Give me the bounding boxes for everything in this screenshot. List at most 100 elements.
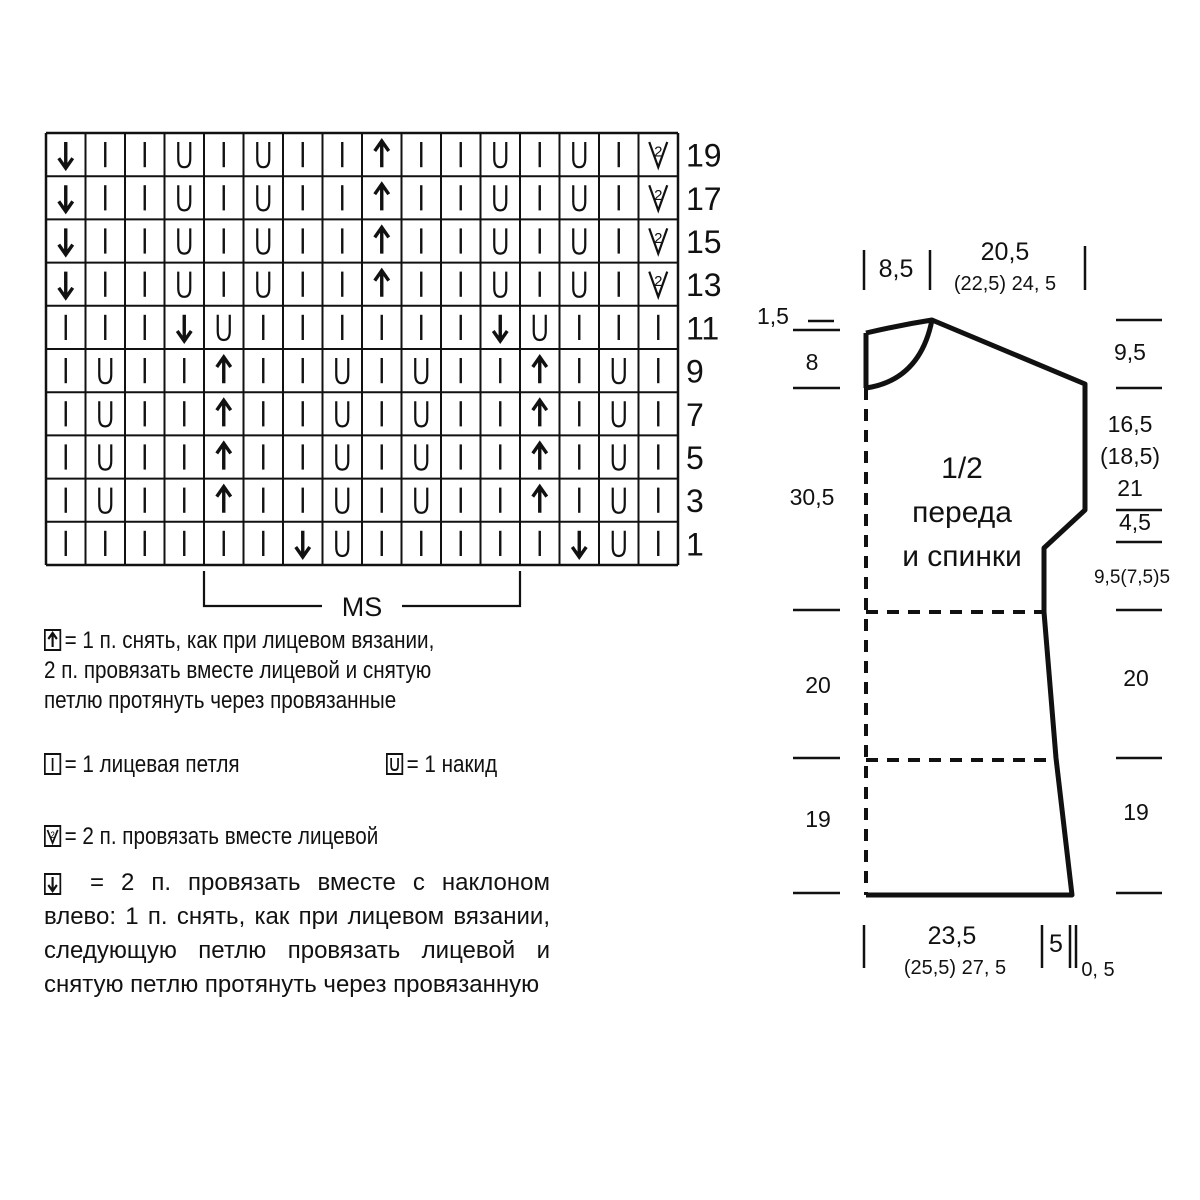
yarn-over-icon [335, 530, 350, 558]
dec-left-icon [491, 314, 509, 344]
right-measure-waist: 20 [1123, 665, 1149, 691]
slip-k2tog-psso-icon [373, 224, 391, 254]
legend-slip-text-1: = 1 п. снять, как при лицевом вязании, [64, 627, 435, 654]
row-number-label: 9 [686, 354, 704, 390]
slip-k2tog-psso-icon [44, 629, 62, 651]
row-number-label: 1 [686, 526, 704, 562]
yarn-over-icon [611, 444, 626, 471]
row-number-label: 7 [686, 397, 704, 433]
yarn-over-icon [98, 358, 113, 385]
k2tog-icon [648, 228, 669, 257]
dec-left-icon [57, 271, 75, 301]
legend-slip-k2tog-psso: = 1 п. снять, как при лицевом вязании, 2… [44, 626, 434, 716]
row-number-label: 3 [686, 483, 704, 519]
legend-k2tog: 2 = 2 п. провязать вместе лицевой [44, 822, 378, 852]
yarn-over-icon [386, 753, 404, 775]
yarn-over-icon [493, 142, 508, 169]
row-number-label: 11 [686, 310, 719, 346]
yarn-over-icon [256, 185, 271, 212]
knit-stitch-icon [44, 753, 62, 775]
k2tog-icon [648, 141, 669, 171]
yarn-over-icon [335, 401, 350, 428]
yarn-over-icon [98, 487, 113, 514]
yarn-over-icon [414, 401, 429, 428]
bottom-right-b: 0, 5 [1081, 959, 1114, 981]
legend-dec-left-text-2: влево: 1 п. снять, как при лицевом вязан… [44, 903, 550, 930]
k2tog-icon-digit: 2 [654, 273, 662, 290]
legend-dec-left: = 2 п. провязать вместе с наклоном влево… [44, 866, 550, 1002]
legend-dec-left-text-1: = 2 п. провязать вместе с наклоном [90, 869, 550, 896]
yarn-over-icon [611, 530, 626, 558]
dec-left-icon [57, 142, 75, 172]
yarn-over-icon [611, 401, 626, 428]
dec-left-icon [57, 185, 75, 215]
dec-left-icon [175, 314, 193, 344]
row-number-label: 5 [686, 440, 704, 476]
slip-k2tog-psso-icon [531, 397, 549, 427]
yarn-over-icon [216, 314, 231, 342]
slip-k2tog-psso-icon [215, 483, 233, 513]
yarn-over-icon [256, 142, 271, 169]
legend-yo-text: = 1 накид [406, 751, 498, 778]
yarn-over-icon [177, 271, 192, 298]
yarn-over-icon [177, 228, 192, 255]
yarn-over-icon [414, 358, 429, 385]
legend-yo: = 1 накид [386, 750, 497, 780]
k2tog-icon-digit: 2 [50, 829, 55, 840]
left-measure-waist: 20 [805, 672, 831, 698]
slip-k2tog-psso-icon [531, 354, 549, 384]
yarn-over-icon [414, 444, 429, 471]
yarn-over-icon [256, 228, 271, 255]
yarn-over-icon [335, 487, 350, 514]
legend-k2tog-text: = 2 п. провязать вместе лицевой [64, 823, 379, 850]
yarn-over-icon [572, 271, 587, 298]
dec-left-icon [44, 873, 62, 895]
legend-slip-text-2: 2 п. провязать вместе лицевой и снятую [44, 657, 432, 684]
bottom-width: 23,5 [928, 922, 977, 950]
slip-k2tog-psso-icon [373, 267, 391, 297]
dec-left-icon [57, 228, 75, 258]
yarn-over-icon [177, 142, 192, 169]
dec-left-icon [294, 530, 312, 560]
k2tog-icon-digit: 2 [654, 187, 662, 204]
legend-dec-left-text-3: следующую петлю провязать лицевой и [44, 937, 550, 964]
k2tog-icon-digit: 2 [654, 144, 662, 161]
row-number-label: 15 [686, 224, 722, 260]
left-measure-hem: 19 [805, 806, 831, 832]
yarn-over-icon [532, 314, 547, 342]
dec-left-icon [570, 530, 588, 560]
k2tog-icon [648, 271, 669, 301]
legend-dec-left-text-4: снятую петлю протянуть через провязанную [44, 971, 540, 998]
legend-knit-text: = 1 лицевая петля [64, 751, 240, 778]
yarn-over-icon [611, 487, 626, 514]
row-number-label: 19 [686, 138, 722, 174]
yarn-over-icon [493, 228, 508, 255]
yarn-over-icon [572, 185, 587, 212]
k2tog-icon [648, 184, 669, 214]
row-number-label: 13 [686, 267, 722, 303]
k2tog-icon: 2 [44, 825, 62, 847]
legend-slip-text-3: петлю протянуть через провязанные [44, 687, 397, 714]
yarn-over-icon [611, 358, 626, 385]
right-measure-hem: 19 [1123, 799, 1149, 825]
slip-k2tog-psso-icon [373, 138, 391, 168]
k2tog-icon-digit: 2 [654, 230, 662, 247]
slip-k2tog-psso-icon [373, 181, 391, 211]
bottom-right-a: 5 [1049, 930, 1063, 958]
yarn-over-icon [572, 142, 587, 169]
slip-k2tog-psso-icon [215, 354, 233, 384]
slip-k2tog-psso-icon [531, 440, 549, 470]
yarn-over-icon [98, 401, 113, 428]
yarn-over-icon [572, 228, 587, 255]
yarn-over-icon [177, 185, 192, 212]
slip-k2tog-psso-icon [531, 483, 549, 513]
yarn-over-icon [335, 358, 350, 385]
repeat-bracket [202, 571, 522, 608]
yarn-over-icon [493, 185, 508, 212]
yarn-over-icon [493, 271, 508, 298]
slip-k2tog-psso-icon [215, 440, 233, 470]
legend-dec-left-symbol [44, 870, 65, 900]
yarn-over-icon [414, 487, 429, 514]
